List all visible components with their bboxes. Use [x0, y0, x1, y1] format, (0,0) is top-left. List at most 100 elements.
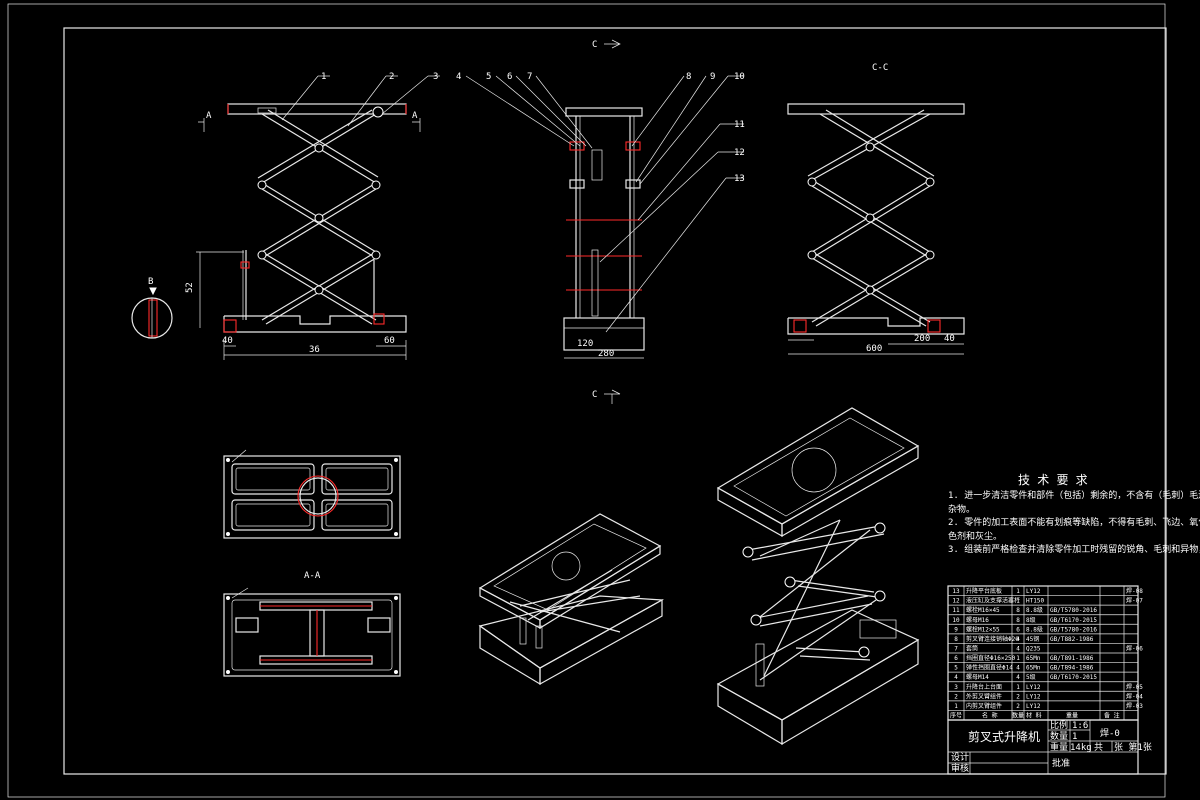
- dim-front-right: 60: [384, 336, 395, 346]
- drawing-number: 焊-0: [1100, 727, 1120, 739]
- tech-req-line-5: 3. 组装前严格检查并清除零件加工时残留的锐角、毛刺和异物，保证密封件装入时不被…: [948, 543, 1200, 555]
- tech-req-line-3: 2. 零件的加工表面不能有划痕等缺陷，不得有毛刺、飞边、氧化皮、锈蚀、油污、着: [948, 516, 1200, 528]
- qty-value: 1: [1072, 732, 1077, 742]
- bom-cell-no: 4: [954, 674, 958, 681]
- design-label: 设计: [951, 751, 969, 763]
- bom-cell-note: 焊-06: [1126, 645, 1143, 653]
- inner-frame: [63, 27, 1167, 775]
- detail-b: B: [131, 277, 173, 339]
- bom-cell-note: 焊-07: [1126, 597, 1143, 605]
- callout-10: 10: [734, 72, 745, 82]
- bom-cell-qty: 1: [1016, 684, 1020, 691]
- dim-side-left: 120: [577, 339, 593, 349]
- bom-cell-qty: 4: [1016, 646, 1020, 653]
- sheet-label: 共: [1094, 742, 1103, 753]
- bom-cell-note: 焊-03: [1126, 702, 1143, 710]
- bom-cell-material: Q235: [1026, 646, 1041, 653]
- tech-req-title: 技 术 要 求: [1018, 473, 1088, 487]
- bom-cell-qty: 4: [1016, 665, 1020, 672]
- bom-cell-qty: 8: [1016, 617, 1020, 624]
- callout-7: 7: [527, 72, 532, 82]
- section-view-right: C-C 600 200 40: [787, 63, 965, 355]
- callout-12: 12: [734, 148, 745, 158]
- bom-header-qty: 数量: [1012, 712, 1024, 720]
- bom-cell-material: LY12: [1026, 588, 1041, 595]
- outer-frame: [7, 3, 1166, 798]
- bom-cell-no: 12: [952, 598, 960, 605]
- bom-cell-name: 外剪叉臂组件: [966, 692, 1002, 700]
- bom-cell-name: 液压缸及支撑活塞杆: [966, 597, 1020, 605]
- iso-view-extended: [716, 407, 920, 746]
- bom-cell-qty: 8: [1016, 607, 1020, 614]
- section-c-top: C: [592, 40, 597, 50]
- weight-label: 重量: [1050, 741, 1068, 753]
- bom-cell-no: 2: [954, 693, 958, 700]
- bom-header-material: 材 料: [1026, 712, 1042, 720]
- dim-front-width: 36: [309, 345, 320, 355]
- bom-cell-qty: 2: [1016, 703, 1020, 710]
- bom-cell-qty: 4: [1016, 674, 1020, 681]
- bom-cell-material: 8级: [1026, 616, 1036, 624]
- scale-value: 1:6: [1072, 721, 1088, 731]
- qty-label: 数量: [1050, 730, 1068, 742]
- callout-6: 6: [507, 72, 512, 82]
- approve-label: 批准: [1052, 757, 1070, 769]
- bom-cell-note: 焊-05: [1126, 683, 1143, 691]
- detail-b-label: B: [148, 277, 153, 287]
- bom-cell-qty: 6: [1016, 626, 1020, 633]
- drawing-title: 剪叉式升降机: [968, 729, 1040, 744]
- bom-cell-name: 螺母M14: [966, 673, 989, 681]
- bom-cell-material: 65Mn: [1026, 655, 1041, 662]
- callout-13: 13: [734, 174, 745, 184]
- bom-cell-material: 5级: [1026, 673, 1036, 681]
- bom-header-name: 名 称: [982, 712, 998, 720]
- bom-cell-qty: 4: [1016, 636, 1020, 643]
- bom-cell-std: GB/T882-1986: [1050, 636, 1094, 643]
- section-a-right: A: [412, 111, 418, 121]
- bom-cell-no: 13: [952, 588, 960, 595]
- bom-cell-note: 焊-04: [1126, 692, 1143, 700]
- callout-9: 9: [710, 72, 715, 82]
- sheet-text: 张 第1张: [1114, 741, 1152, 753]
- bom-cell-material: 8.8级: [1026, 606, 1043, 614]
- bom-cell-name: 螺母M16: [966, 616, 989, 624]
- bom-cell-no: 9: [954, 626, 958, 633]
- bom-cell-no: 7: [954, 646, 958, 653]
- dim-front-left: 40: [222, 336, 233, 346]
- bom-cell-qty: 1: [1016, 655, 1020, 662]
- bom-cell-name: 螺栓M12×55: [966, 625, 1000, 633]
- top-plate-view: [223, 449, 401, 539]
- callout-3: 3: [433, 72, 438, 82]
- dim-side-total: 280: [598, 349, 614, 359]
- bom-cell-name: 挡圈直径Φ16×250: [966, 654, 1016, 662]
- callout-8: 8: [686, 72, 691, 82]
- bom-cell-std: GB/T5780-2016: [1050, 607, 1097, 614]
- bom-cell-name: 内剪叉臂组件: [966, 702, 1002, 710]
- bom-cell-std: GB/T6170-2015: [1050, 617, 1097, 624]
- bom-cell-material: LY12: [1026, 703, 1041, 710]
- section-c-bottom: C: [592, 390, 597, 400]
- bom-header-weight: 重量: [1066, 712, 1078, 720]
- bom-cell-name: 弹性挡圈直径Φ14: [966, 664, 1013, 672]
- bom-cell-name: 剪叉臂连接销轴Φ20: [966, 635, 1019, 643]
- bom-cell-material: 8.8级: [1026, 625, 1043, 633]
- check-label: 审核: [951, 762, 969, 774]
- dim-front-height: 52: [185, 282, 195, 293]
- bom-cell-material: 65Mn: [1026, 665, 1041, 672]
- dim-right-mid: 200: [914, 334, 930, 344]
- callout-2: 2: [389, 72, 394, 82]
- section-a-left: A: [206, 111, 212, 121]
- tech-req-line-2: 杂物。: [948, 503, 975, 515]
- bom-cell-qty: 1: [1016, 598, 1020, 605]
- bom-cell-material: LY12: [1026, 693, 1041, 700]
- bom-header-note: 备 注: [1104, 712, 1120, 720]
- bom-cell-std: GB/T5780-2016: [1050, 626, 1097, 633]
- tech-req-line-1: 1. 进一步清洁零件和部件（包括）剩余的，不含有（毛刺）毛边、飞边、氧化、锈蚀等: [948, 489, 1200, 501]
- callout-4: 4: [456, 72, 461, 82]
- bom-cell-no: 3: [954, 684, 958, 691]
- callout-11: 11: [734, 120, 745, 130]
- bom-cell-name: 螺栓M16×45: [966, 606, 1000, 614]
- dim-right-end: 40: [944, 334, 955, 344]
- callout-5: 5: [486, 72, 491, 82]
